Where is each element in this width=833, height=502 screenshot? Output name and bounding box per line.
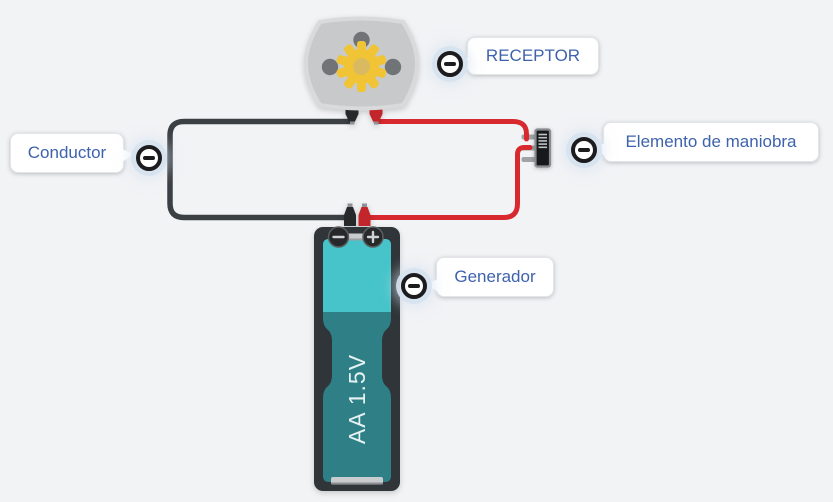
switch-slider-grip[interactable] [538, 133, 548, 149]
battery-sleeve-top [323, 239, 391, 312]
collapse-minus-icon-maniobra[interactable] [571, 137, 597, 163]
wire-black-negative[interactable] [167, 118, 355, 221]
dc-motor[interactable] [303, 16, 420, 125]
callout-conductor: Conductor [10, 133, 134, 173]
minus-bar [578, 148, 590, 152]
battery-clip-tip-red [362, 203, 367, 210]
battery-top-strip-shade [332, 238, 382, 241]
slide-switch[interactable] [534, 128, 552, 168]
battery-clip-tip-black [347, 203, 353, 210]
motor-terminal-black [345, 109, 359, 122]
callout-conductor-label: Conductor [27, 143, 107, 162]
callout-elemento-maniobra: Elemento de maniobra [593, 122, 819, 162]
minus-bar [143, 156, 155, 160]
switch-pin-bottom [521, 157, 538, 162]
battery-positive-mark [362, 226, 384, 248]
wire-red-motor-to-switch[interactable] [373, 119, 529, 142]
minus-bar [408, 284, 420, 288]
callout-generador: Generador [426, 257, 554, 297]
callout-receptor-label: RECEPTOR [485, 46, 581, 65]
minus-bar [444, 62, 456, 66]
callout-tail [426, 279, 438, 292]
battery-bottom-strip-shade [331, 482, 383, 485]
collapse-minus-icon-generador[interactable] [401, 273, 427, 299]
callout-receptor: RECEPTOR [457, 37, 599, 75]
motor-terminal-red [369, 109, 383, 122]
motor-screw-right [384, 58, 402, 76]
battery-clip-red [358, 207, 371, 226]
battery-clip-black [344, 207, 356, 226]
callout-elemento-maniobra-label: Elemento de maniobra [625, 132, 797, 151]
callout-generador-label: Generador [454, 267, 536, 286]
battery-label: AA 1.5V [344, 354, 370, 444]
motor-screw-left [321, 58, 339, 76]
collapse-minus-icon-receptor[interactable] [437, 51, 463, 77]
collapse-minus-icon-conductor[interactable] [136, 145, 162, 171]
callout-tail [122, 149, 134, 162]
wire-red-switch-to-battery[interactable] [362, 145, 533, 220]
gear-icon [336, 41, 387, 92]
battery-aa[interactable]: AA 1.5V [314, 203, 400, 492]
battery-negative-mark [327, 226, 350, 248]
